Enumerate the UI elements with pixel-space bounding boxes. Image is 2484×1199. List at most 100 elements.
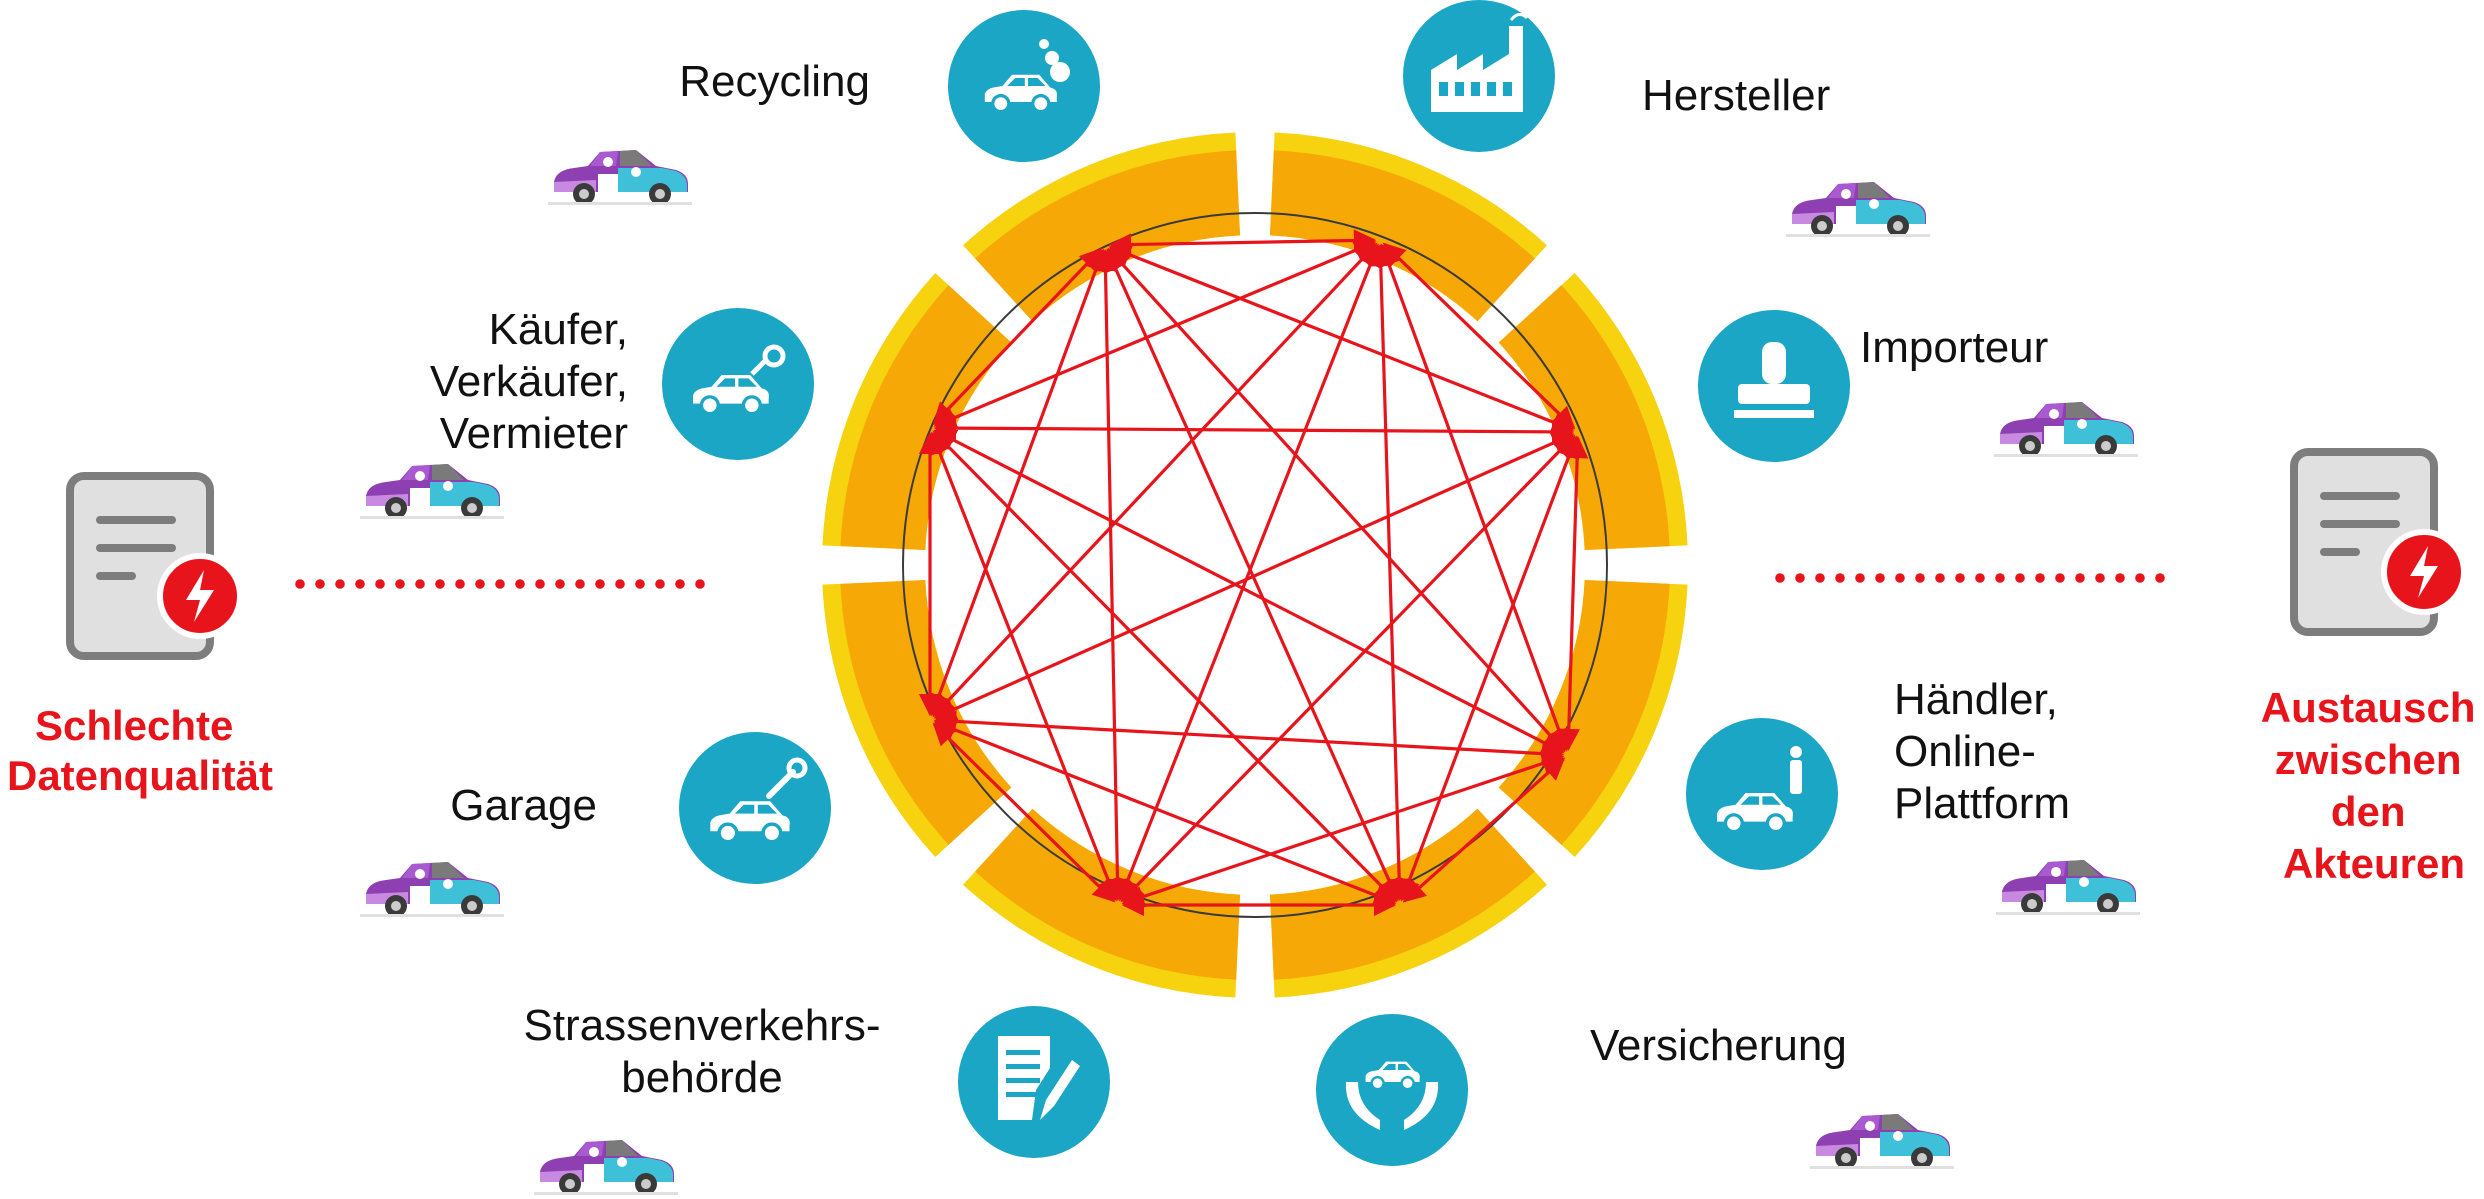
actor-ring — [822, 132, 1688, 998]
actor-strassenverkehrsbehoerde: Strassenverkehrs-behörde — [523, 1001, 1110, 1195]
actor-recycling: Recycling — [548, 10, 1100, 205]
right-panel-line: zwischen — [2275, 736, 2462, 783]
document-pen-icon — [958, 1006, 1110, 1158]
dot — [2055, 573, 2065, 583]
actor-garage: Garage — [360, 732, 831, 917]
actor-label: Hersteller — [1642, 71, 1830, 120]
right-warning-panel: Austausch zwischen den Akteuren — [2261, 452, 2484, 887]
dot — [1835, 573, 1845, 583]
actor-label: Käufer,Verkäufer,Vermieter — [430, 305, 628, 458]
stamp-icon — [1698, 310, 1850, 462]
actor-label-line: Händler, — [1894, 675, 2058, 724]
connection-arrow — [1120, 434, 1576, 903]
dot — [415, 579, 425, 589]
dot — [1795, 573, 1805, 583]
connection-arrow — [1094, 248, 1129, 902]
car-person-icon — [1686, 718, 1838, 870]
dot — [595, 579, 605, 589]
actor-label-line: Online- — [1894, 727, 2036, 776]
patchwork-car-icon — [1810, 1114, 1954, 1169]
dot — [2155, 573, 2165, 583]
patchwork-car-icon — [1786, 182, 1930, 237]
actor-label: Strassenverkehrs-behörde — [523, 1001, 880, 1102]
actor-label: Recycling — [679, 57, 870, 106]
dot — [475, 579, 485, 589]
actor-hersteller: Hersteller — [1403, 0, 1930, 237]
dot — [515, 579, 525, 589]
left-warning-panel: Schlechte Datenqualität — [7, 476, 273, 799]
connection-arrow — [933, 239, 1377, 429]
dot — [2115, 573, 2125, 583]
connection-arrow — [929, 431, 1119, 902]
dot — [1815, 573, 1825, 583]
actor-label-line: Importeur — [1860, 323, 2048, 372]
actor-label-line: Plattform — [1894, 779, 2070, 828]
dot — [615, 579, 625, 589]
dot — [355, 579, 365, 589]
patchwork-car-icon — [360, 862, 504, 917]
dot — [2095, 573, 2105, 583]
actor-importeur: Importeur — [1698, 310, 2138, 462]
connection-arrow — [1117, 243, 1381, 902]
dot — [1975, 573, 1985, 583]
actor-label-line: Recycling — [679, 57, 870, 106]
dot — [2035, 573, 2045, 583]
dot — [1935, 573, 1945, 583]
actor-label: Importeur — [1860, 323, 2048, 372]
patchwork-car-icon — [1996, 860, 2140, 915]
actor-label-line: Verkäufer, — [430, 357, 628, 406]
right-panel-text: Austausch zwischen den Akteuren — [2261, 684, 2484, 887]
patchwork-car-icon — [548, 150, 692, 205]
dot — [335, 579, 345, 589]
actor-versicherung: Versicherung — [1316, 1014, 1954, 1169]
actor-label-line: behörde — [621, 1053, 782, 1102]
connection-arrow — [933, 432, 1575, 720]
actor-label-line: Garage — [450, 781, 597, 830]
actor-label: Händler,Online-Plattform — [1894, 675, 2070, 828]
actor-label: Garage — [450, 781, 597, 830]
dot — [1775, 573, 1785, 583]
actor-label-line: Hersteller — [1642, 71, 1830, 120]
actor-label-line: Versicherung — [1590, 1021, 1847, 1070]
document-warning-icon — [70, 476, 240, 656]
left-panel-line: Datenqualität — [7, 752, 273, 799]
actor-label-line: Käufer, — [489, 305, 628, 354]
car-wrench-icon — [679, 732, 831, 884]
dot — [375, 579, 385, 589]
left-panel-text: Schlechte Datenqualität — [7, 702, 273, 799]
dot — [1875, 573, 1885, 583]
right-panel-line: den — [2331, 788, 2406, 835]
dot — [555, 579, 565, 589]
patchwork-car-icon — [1994, 402, 2138, 457]
car-hands-icon — [1316, 1014, 1468, 1166]
dot — [2075, 573, 2085, 583]
actor-label: Versicherung — [1590, 1021, 1847, 1070]
document-warning-icon — [2294, 452, 2464, 632]
patchwork-car-icon — [534, 1140, 678, 1195]
dot — [635, 579, 645, 589]
dot — [295, 579, 305, 589]
right-panel-line: Akteuren — [2283, 840, 2465, 887]
left-panel-line: Schlechte — [35, 702, 233, 749]
dot — [1855, 573, 1865, 583]
dot — [395, 579, 405, 589]
connection-arrow — [932, 242, 1378, 718]
factory-icon — [1403, 0, 1555, 152]
dot — [435, 579, 445, 589]
connection-arrow — [933, 416, 1575, 444]
dot — [315, 579, 325, 589]
actors: Recycling HerstellerImporteurHändler,Onli… — [360, 0, 2140, 1195]
dot — [675, 579, 685, 589]
connection-arrow — [932, 430, 1398, 903]
patchwork-car-icon — [360, 464, 504, 519]
car-key-icon — [662, 308, 814, 460]
dot — [455, 579, 465, 589]
connection-arrows — [918, 229, 1589, 917]
right-panel-line: Austausch — [2261, 684, 2476, 731]
car-smoke-icon — [948, 10, 1100, 162]
actor-label-line: Strassenverkehrs- — [523, 1001, 880, 1050]
dot — [535, 579, 545, 589]
network-circle — [902, 212, 1608, 918]
dotted-connectors — [295, 573, 2165, 589]
